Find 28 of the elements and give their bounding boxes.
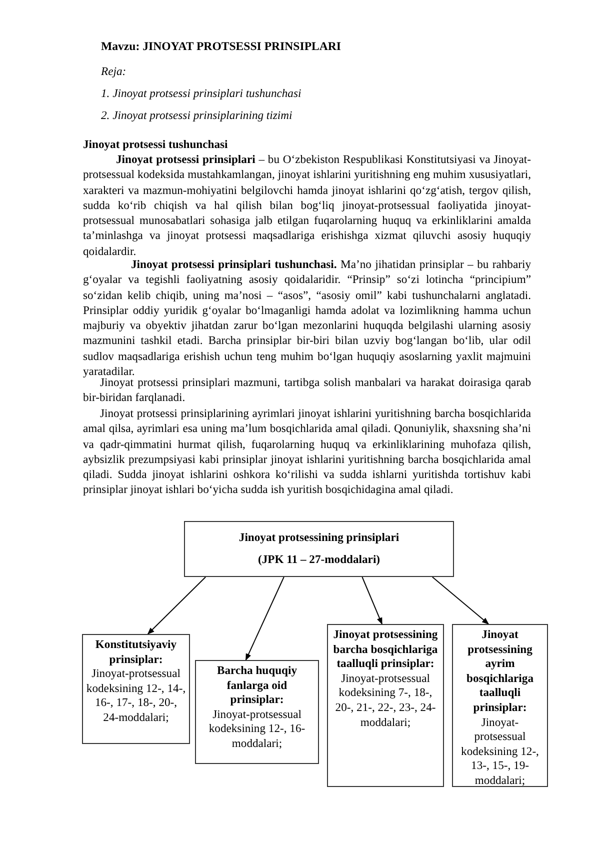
box-heading: Jinoyat protsessining prinsiplari xyxy=(238,530,400,546)
process-box xyxy=(452,624,548,787)
box-text: Jinoyat-protsessual kodeksining 12-, 13-, 15-, 19-moddalari; xyxy=(460,716,540,789)
process-box xyxy=(195,660,319,764)
plan-heading: Reja: xyxy=(101,64,128,80)
process-box xyxy=(82,634,190,744)
paragraph: Jinoyat protsessi prinsiplari tushunchasi. Ma’no jihatidan prinsiplar – bu rahbariy g‘oyalar va tegishli faoliyatning asosiy qoidalaridir. “Prinsip” so‘zi lotincha “principium” so‘zidan kelib chiqib, uning ma’nosi – “asos”, “asosiy omil” kabi tushunchalarni anglatadi. Prinsiplar oddiy yuridik g‘oyalar bo‘lmaganligi hamda adolat va lozimlikning hamma uchun majburiy va obyektiv jihatdan zarur bo‘lgan mezonlarini huquqda belgilashi ularning asosiy mazmunini tashkil etadi. Barcha prinsiplar bir-biri bilan uzviy bog‘langan bo‘lib, ular odil sudlov maqsadlariga erishish uchun teng muhim bo‘lgan huquqiy asoslarning yaxlit majmuini yaratadilar. xyxy=(83,258,531,378)
plan-item: 1. Jinoyat protsessi prinsiplari tushunchasi xyxy=(101,86,302,102)
arrow xyxy=(147,576,206,634)
arrow xyxy=(245,576,284,661)
arrow xyxy=(432,576,490,624)
plan-item: 2. Jinoyat protsessi prinsiplarining tizimi xyxy=(101,108,294,124)
box-heading: Konstitutsiyaviy prinsiplar: xyxy=(94,638,178,668)
process-box xyxy=(184,521,454,577)
box-text: Jinoyat-protsessual kodeksining 12-, 16-moddalari; xyxy=(208,708,306,752)
box-heading: Jinoyat protsessining barcha bosqichlariga taalluqli prinsiplar: xyxy=(332,628,439,672)
section-heading: Jinoyat protsessi tushunchasi xyxy=(83,137,229,152)
box-text: Jinoyat-protsessual kodeksining 7-, 18-, 20-, 21-, 22-, 23-, 24-moddalari; xyxy=(334,672,437,730)
box-text: Jinoyat-protsessual kodeksining 12-, 14-, 16-, 17-, 18-, 20-, 24-moddalari; xyxy=(86,667,186,726)
box-heading: Barcha huquqiy fanlarga oid prinsiplar: xyxy=(216,664,298,708)
document-title: Mavzu: JINOYAT PROTSESSI PRINSIPLARI xyxy=(101,39,342,54)
arrow xyxy=(362,576,382,625)
paragraph: Jinoyat protsessi prinsiplarining ayrimlari jinoyat ishlarini yuritishning barcha bosqichlarida amal qilsa, ayrimlari esa uning ma’lum bosqichlarida amal qiladi. Qonuniylik, shaxsning sha’ni va qadr-qimmatini hurmat qilish, fuqarolarning huquq va erkinliklarining muhofaza qilish, aybsizlik prezumpsiyasi kabi prinsiplar jinoyat ishlarini yuritishning barcha bosqichlarida amal qiladi. Sudda jinoyat ishlarini oshkora ko‘rilishi va sudda ishlarni yuritishda tortishuv kabi prinsiplar jinoyat ishlari bo‘yicha sudda ish yuritish bosqichidagina amal qiladi. xyxy=(83,406,531,498)
paragraph: Jinoyat protsessi prinsiplari mazmuni, tartibga solish manbalari va harakat doirasiga qarab bir-biridan farqlanadi. xyxy=(83,376,531,406)
box-text: (JPK 11 – 27-moddalari) xyxy=(256,552,382,568)
process-box xyxy=(327,624,444,787)
box-heading: Jinoyat protsessining ayrim bosqichlariga taalluqli prinsiplar: xyxy=(466,628,534,716)
paragraph: Jinoyat protsessi prinsiplari – bu O‘zbekiston Respublikasi Konstitutsiyasi va Jinoyat-protsessual kodeksida mustahkamlangan, jinoyat ishlarini yuritishning eng muhim xususiyatlari, xarakteri va mazmun-mohiyatini belgilovchi hamda jinoyat ishlarini qo‘zg‘atish, tergov qilish, sudda ko‘rib chiqish va hal qilish bilan bog‘liq jinoyat-protsessual faoliyatida jinoyat-protsessual munosabatlari sohasiga jalb etilgan fuqarolarning huquq va erkinliklarini amalda ta’minlashga va jinoyat protsessi maqsadlariga erishishga xizmat qiluvchi asosiy huquqiy qoidalardir. xyxy=(83,152,531,260)
